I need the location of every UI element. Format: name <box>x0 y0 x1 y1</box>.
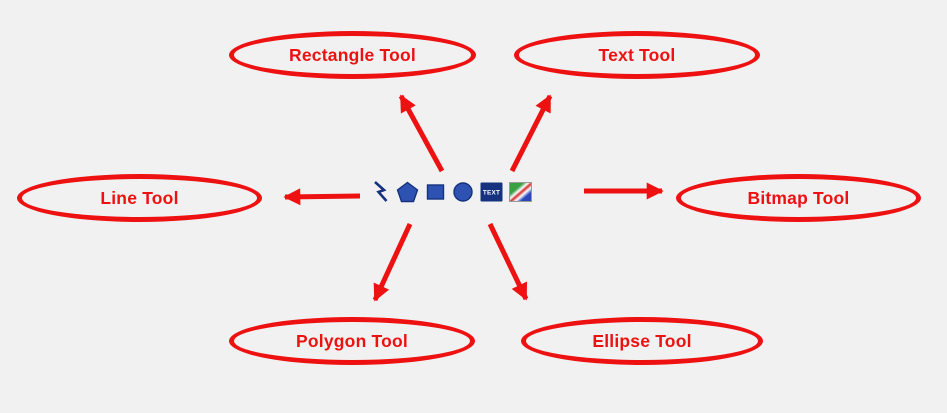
arrow-to-polygon-tool <box>372 222 413 302</box>
bitmap-tool-icon <box>509 182 532 202</box>
callout-rectangle-tool: Rectangle Tool <box>229 31 476 79</box>
text-tool-icon: TEXT <box>480 182 503 202</box>
callout-rectangle-tool-label: Rectangle Tool <box>289 44 416 65</box>
line-tool-icon <box>374 181 388 202</box>
text-tool-button[interactable]: TEXT <box>480 180 503 204</box>
rectangle-tool-icon <box>426 184 445 200</box>
arrow-to-ellipse-tool <box>487 222 529 301</box>
ellipse-tool-button[interactable] <box>452 180 474 204</box>
arrow-to-line-tool <box>283 188 361 206</box>
callout-bitmap-tool-label: Bitmap Tool <box>747 187 850 208</box>
callout-line-tool-label: Line Tool <box>100 187 179 208</box>
callout-line-tool: Line Tool <box>17 174 262 222</box>
arrow-to-text-tool <box>509 94 553 173</box>
callout-text-tool: Text Tool <box>514 31 760 79</box>
callout-polygon-tool-label: Polygon Tool <box>296 330 408 351</box>
callout-text-tool-label: Text Tool <box>598 44 676 65</box>
text-tool-icon-label: TEXT <box>483 189 500 196</box>
bitmap-tool-button[interactable] <box>509 180 532 204</box>
polygon-tool-button[interactable] <box>396 180 419 204</box>
callout-ellipse-tool: Ellipse Tool <box>521 317 763 365</box>
line-tool-button[interactable] <box>371 180 390 204</box>
ellipse-tool-icon <box>453 182 473 202</box>
drawing-toolbar: TEXT <box>371 180 532 204</box>
polygon-tool-icon <box>396 181 419 203</box>
rectangle-tool-button[interactable] <box>425 180 446 204</box>
callout-polygon-tool: Polygon Tool <box>229 317 475 365</box>
callout-ellipse-tool-label: Ellipse Tool <box>592 330 692 351</box>
arrow-to-rectangle-tool <box>398 94 445 173</box>
callout-bitmap-tool: Bitmap Tool <box>676 174 921 222</box>
